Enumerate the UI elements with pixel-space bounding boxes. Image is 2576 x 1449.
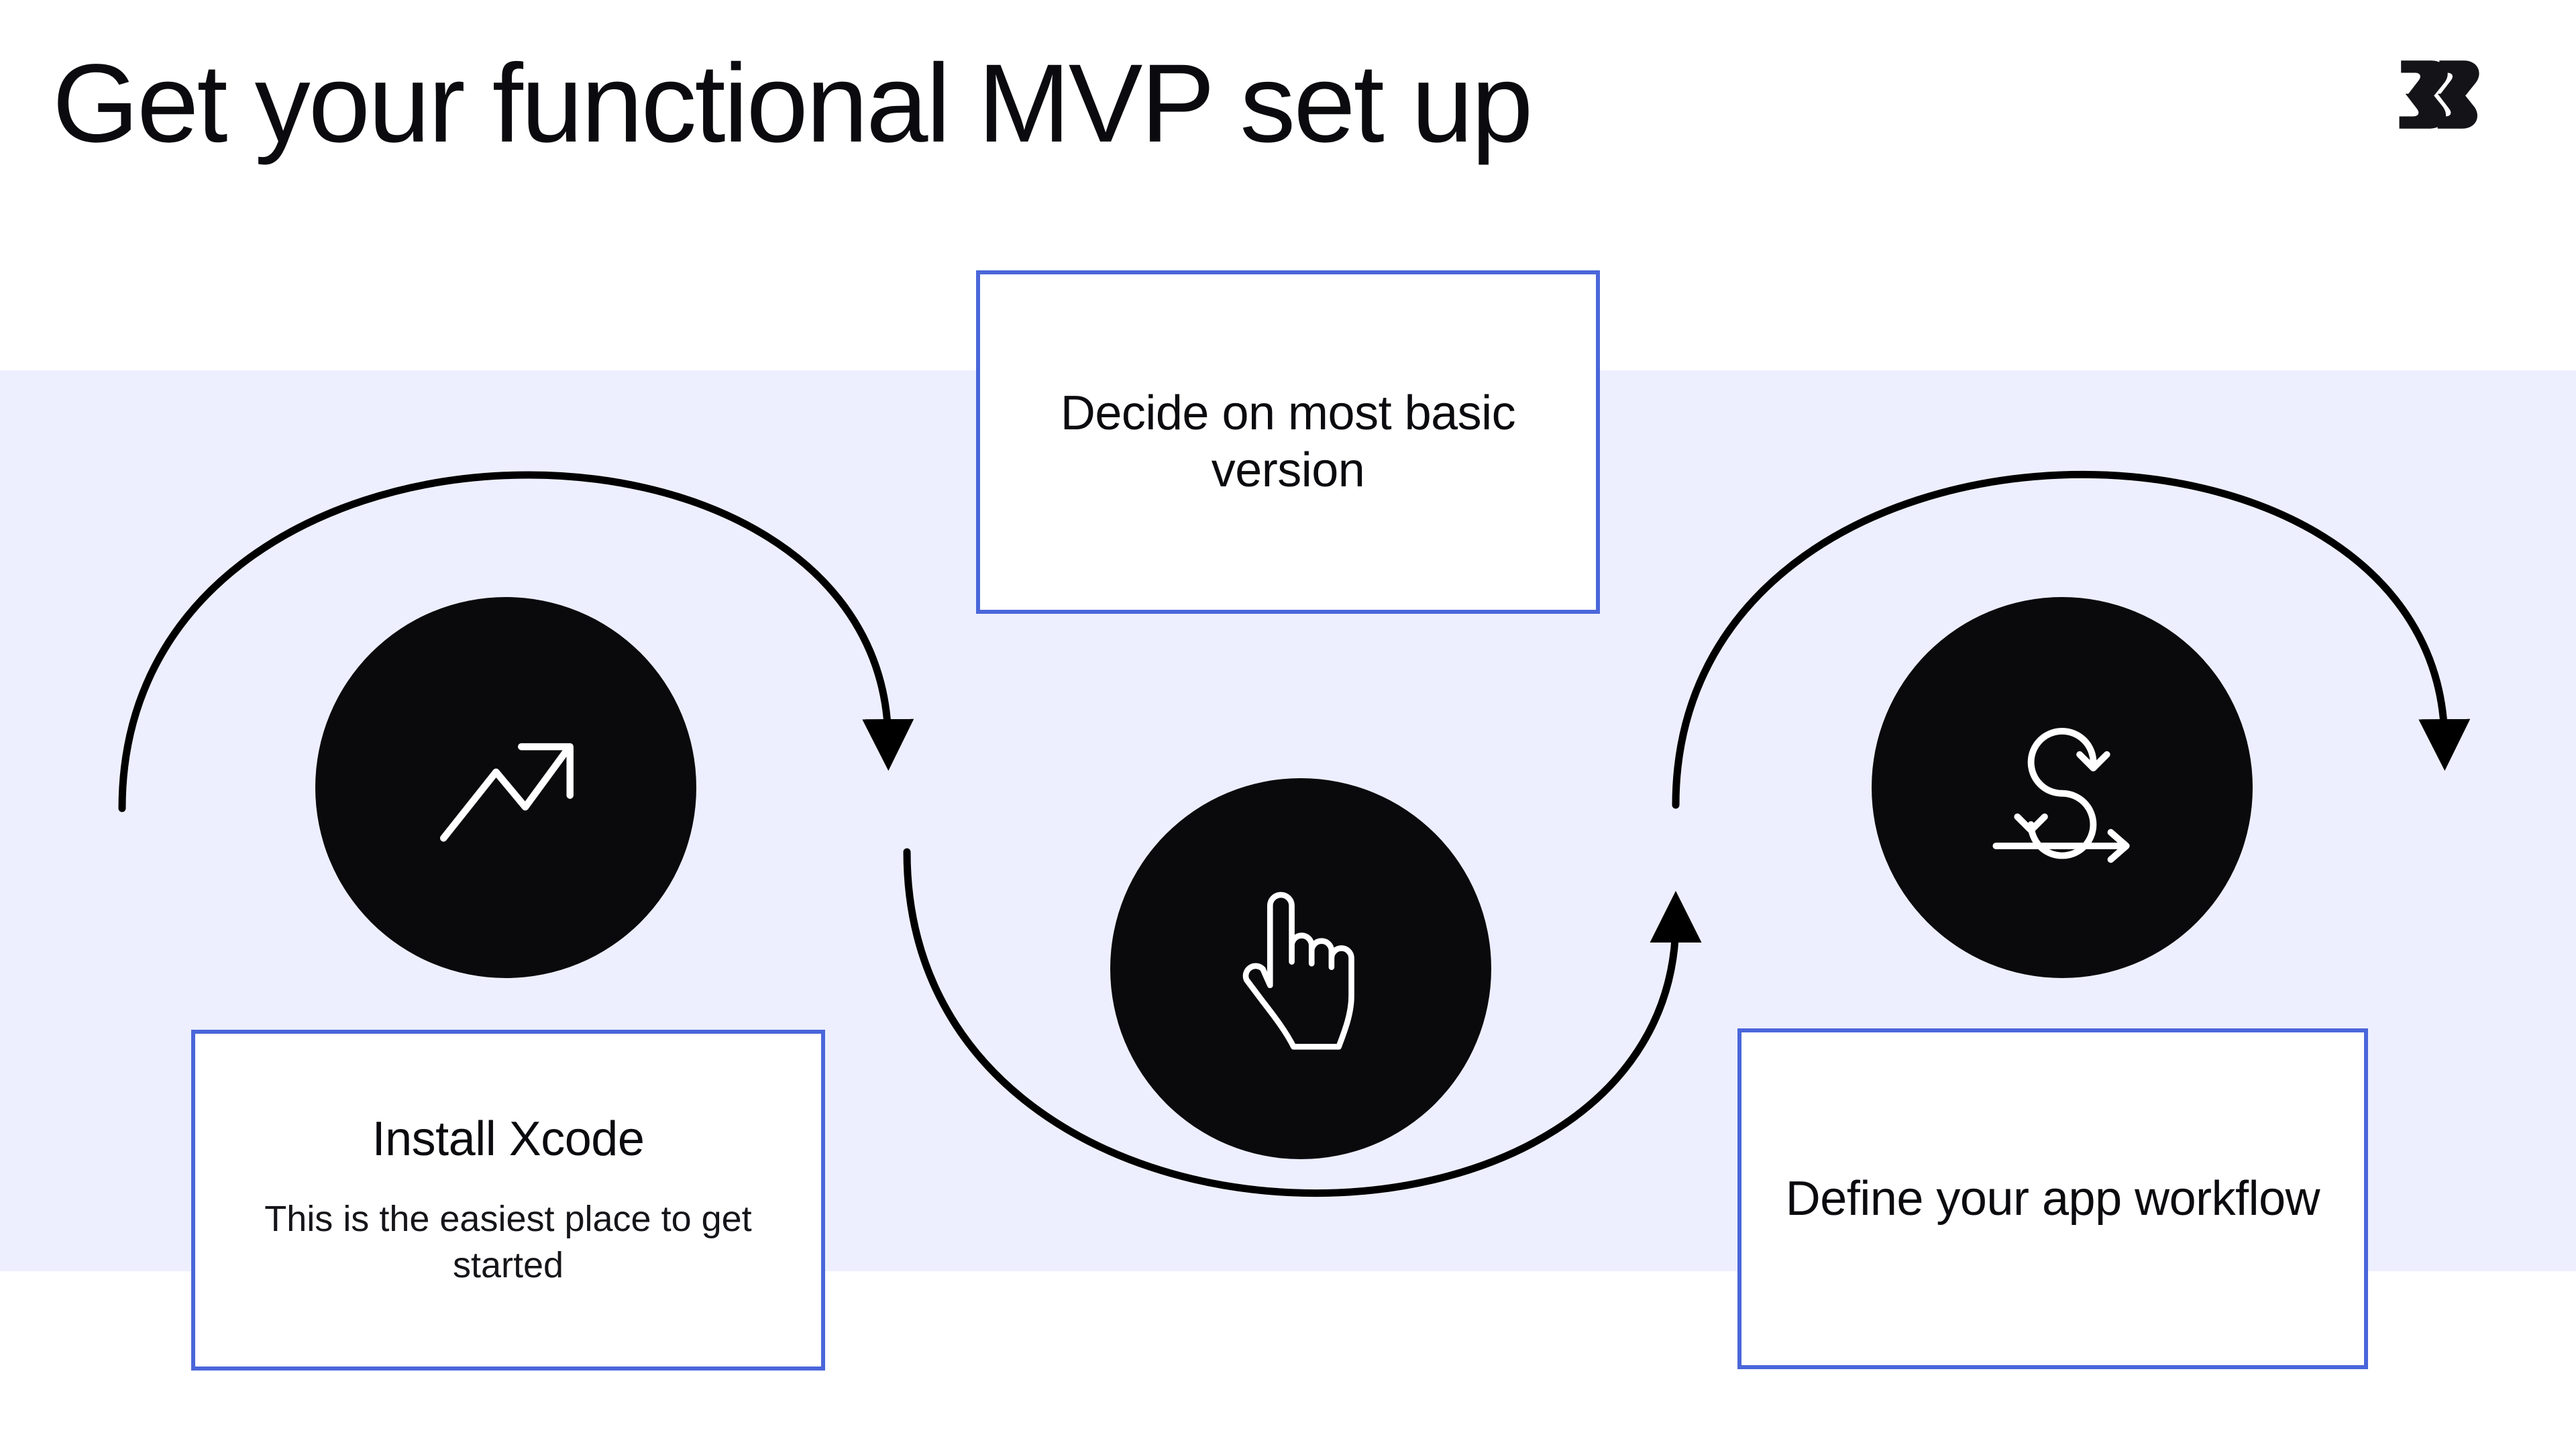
brand-logo-icon <box>2398 55 2485 134</box>
card-step-2-title: Decide on most basic version <box>1060 386 1516 497</box>
card-step-2[interactable]: Decide on most basic version <box>976 270 1600 614</box>
card-step-3-title: Define your app workflow <box>1785 1171 2320 1226</box>
step-1-icon-circle <box>315 597 696 978</box>
page-title: Get your functional MVP set up <box>52 42 1534 166</box>
card-step-1-body: This is the easiest place to get started <box>264 1199 752 1286</box>
trending-up-arrow-icon <box>439 743 574 842</box>
pointing-hand-icon <box>1242 892 1354 1050</box>
step-2-icon-circle <box>1110 778 1491 1159</box>
card-step-1-title: Install Xcode <box>372 1112 645 1167</box>
step-3-icon-circle <box>1872 597 2253 978</box>
agile-sprint-loop-icon <box>1992 727 2130 863</box>
card-step-3[interactable]: Define your app workflow <box>1737 1028 2368 1369</box>
card-step-1[interactable]: Install Xcode This is the easiest place … <box>191 1030 825 1371</box>
